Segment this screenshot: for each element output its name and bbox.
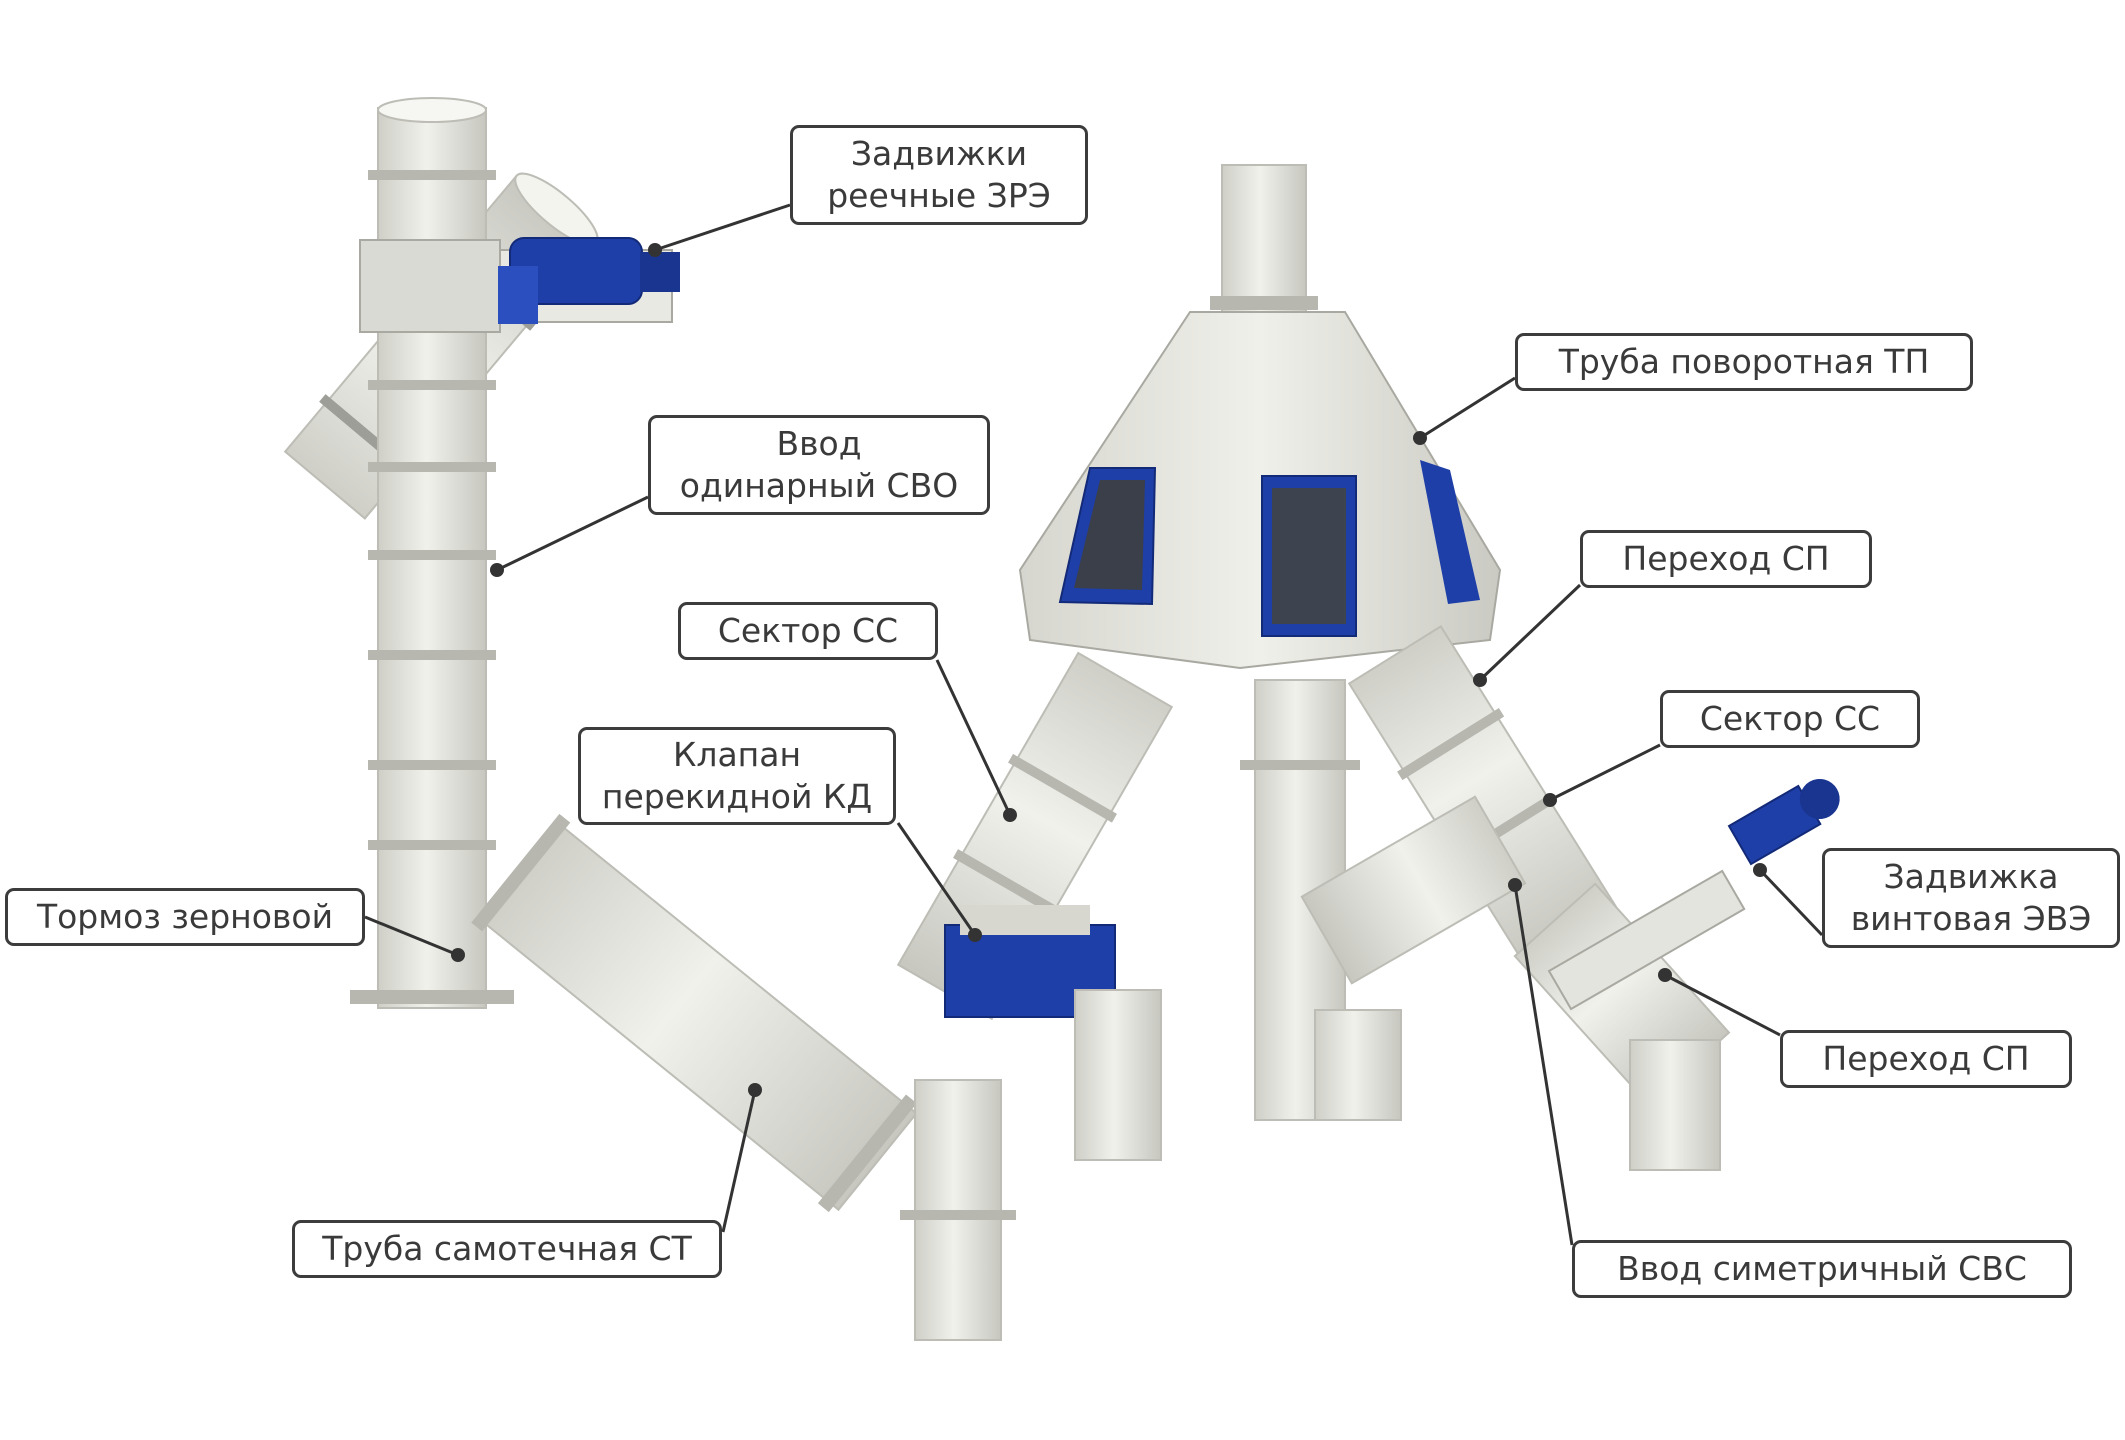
label-eve-line2: винтовая ЭВЭ	[1850, 899, 2092, 938]
label-tormoz-line1: Тормоз зерновой	[36, 896, 334, 936]
label-zre: Задвижки реечные ЗРЭ	[790, 125, 1088, 225]
label-sp-bottom: Переход СП	[1780, 1030, 2072, 1088]
leader-svs	[1513, 884, 1574, 1246]
label-eve: Задвижка винтовая ЭВЭ	[1822, 848, 2120, 948]
label-zre-line1: Задвижки	[850, 133, 1028, 173]
rotary-distributor	[1018, 164, 1502, 670]
leader-st	[721, 1089, 757, 1233]
label-svo-line1: Ввод	[776, 423, 862, 463]
label-svs: Ввод симетричный СВС	[1572, 1240, 2072, 1298]
leader-tp	[1419, 376, 1516, 440]
label-sp-top-line1: Переход СП	[1622, 538, 1830, 578]
label-sp-top: Переход СП	[1580, 530, 1872, 588]
label-tp-line1: Труба поворотная ТП	[1558, 341, 1930, 381]
leader-kd	[896, 822, 977, 936]
inspection-window-right	[1420, 460, 1480, 604]
label-svo-line2: одинарный СВО	[679, 466, 959, 505]
label-st: Труба самотечная СТ	[292, 1220, 722, 1278]
label-ss-right-line1: Сектор СС	[1699, 698, 1881, 738]
screw-gate-drive-icon	[1727, 779, 1840, 866]
label-sp-bottom-line1: Переход СП	[1822, 1038, 2030, 1078]
label-svo: Ввод одинарный СВО	[648, 415, 990, 515]
gravity-pipe	[471, 813, 918, 1213]
leader-ss-left	[935, 659, 1012, 816]
leader-sp-bottom	[1664, 973, 1781, 1037]
leader-svo	[496, 495, 649, 572]
leader-tormoz	[364, 915, 459, 957]
top-inlet-pipe	[1221, 164, 1307, 316]
label-svs-line1: Ввод симетричный СВС	[1617, 1248, 2027, 1288]
label-tp: Труба поворотная ТП	[1515, 333, 1973, 391]
label-ss-left-line1: Сектор СС	[717, 610, 899, 650]
leader-ss-right	[1549, 743, 1661, 802]
leader-zre	[654, 203, 791, 252]
label-zre-line2: реечные ЗРЭ	[827, 176, 1051, 215]
label-tormoz: Тормоз зерновой	[5, 888, 365, 946]
label-ss-right: Сектор СС	[1660, 690, 1920, 748]
leader-lines	[364, 203, 1824, 1246]
column-flanges	[350, 170, 514, 1004]
label-st-line1: Труба самотечная СТ	[322, 1228, 692, 1268]
leader-eve	[1758, 868, 1824, 937]
gear-motor-icon	[498, 237, 680, 324]
label-eve-line1: Задвижка	[1883, 856, 2059, 896]
outlet-branches	[896, 625, 1840, 1171]
label-kd-line1: Клапан	[672, 734, 802, 774]
label-kd-line2: перекидной КД	[601, 777, 873, 816]
label-kd: Клапан перекидной КД	[578, 727, 896, 825]
leader-sp-top	[1478, 583, 1582, 682]
label-ss-left: Сектор СС	[678, 602, 938, 660]
left-assembly	[283, 97, 1016, 1341]
